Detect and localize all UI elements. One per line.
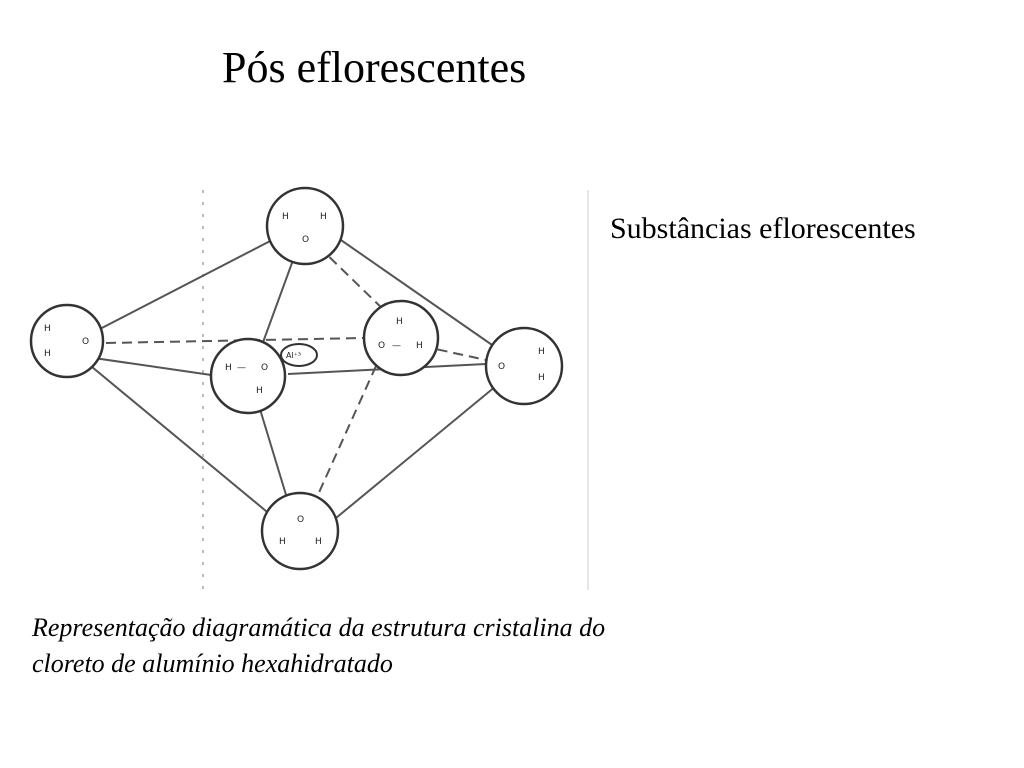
hydrogen-label: H [44, 349, 51, 359]
hydrogen-label: H [416, 341, 423, 351]
oxygen-label: O [261, 363, 268, 373]
edge-left-bottom [85, 361, 273, 517]
side-heading: Substâncias eflorescentes [610, 212, 916, 245]
edge-back-bottom [311, 365, 377, 509]
edge-left-front [93, 357, 219, 377]
edge-top-back [317, 245, 389, 315]
slide-title: Pós eflorescentes [222, 43, 527, 92]
solid-edges [85, 237, 509, 519]
edge-back-right [421, 345, 487, 361]
hydrogen-label: H [320, 212, 327, 222]
hydrogen-label: H [282, 212, 289, 222]
hydrogen-label: H [396, 317, 403, 327]
dashed-edges [105, 245, 487, 509]
water-molecule-left: H H O [29, 303, 105, 379]
diagram-caption: Representação diagramática da estrutura … [32, 613, 606, 678]
water-molecule-right: O H H [484, 326, 564, 406]
water-molecule-back: H O — H [362, 299, 440, 377]
bond-label: — [392, 341, 401, 351]
aluminium-ion: Al⁺³ [280, 343, 318, 367]
oxygen-label: O [378, 341, 385, 351]
hydrogen-label: H [44, 324, 51, 334]
hydrogen-label: H [315, 537, 322, 547]
oxygen-label: O [302, 235, 309, 245]
crystal-structure-svg: H H O H H O H O — H Al⁺³ O H H [29, 186, 589, 590]
edge-top-right [337, 237, 509, 357]
edge-front-bottom [255, 395, 291, 509]
hydrogen-label: H [225, 363, 232, 373]
hydrogen-label: H [538, 347, 545, 357]
water-molecule-top: H H O [265, 186, 345, 266]
oxygen-label: O [498, 362, 505, 372]
oxygen-label: O [297, 515, 304, 525]
edge-top-front [257, 251, 297, 357]
oxygen-label: O [82, 337, 89, 347]
hydrogen-label: H [256, 386, 263, 396]
bond-label: — [237, 363, 246, 373]
crystal-structure-diagram: H H O H H O H O — H Al⁺³ O H H [18, 186, 590, 594]
water-molecule-front: H — O H [209, 337, 287, 415]
hydrogen-label: H [538, 373, 545, 383]
edge-top-left [95, 237, 277, 332]
water-molecule-bottom: O H H [260, 491, 340, 571]
aluminium-ion-label: Al⁺³ [286, 351, 301, 360]
edge-right-bottom [335, 385, 497, 519]
hydrogen-label: H [279, 537, 286, 547]
